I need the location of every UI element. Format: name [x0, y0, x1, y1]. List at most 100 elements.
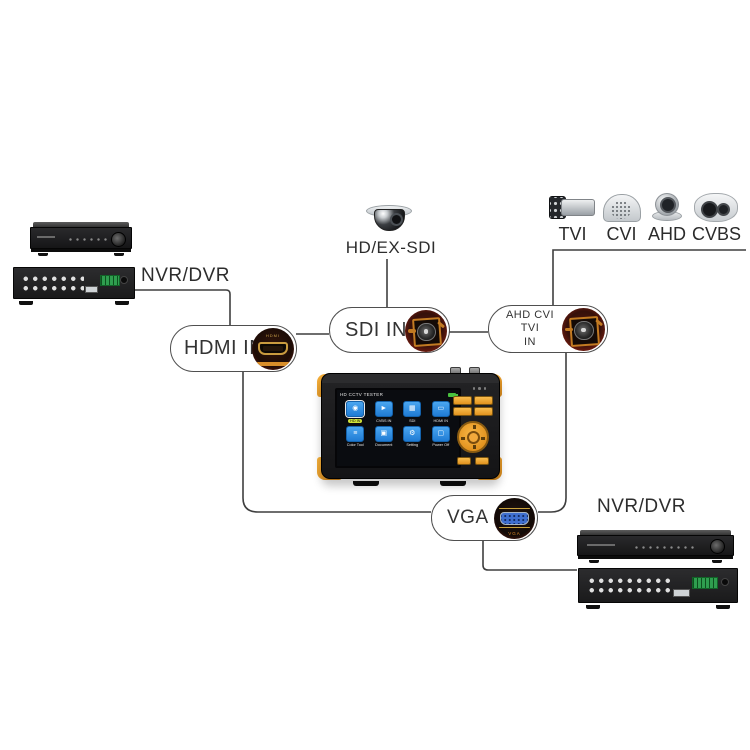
vga-box: VGA VGA — [431, 495, 538, 541]
wire-hdmi-to-vga — [242, 371, 431, 513]
tvi-label: TVI — [558, 224, 587, 244]
cvbs-label: CVBS — [692, 224, 742, 244]
hd-sdi-dome-camera-icon — [366, 203, 412, 231]
app-power-off: ▢ Power Off — [428, 425, 455, 447]
dvr-foot — [589, 560, 599, 563]
app-label: Power Off — [432, 443, 450, 447]
function-button — [453, 396, 472, 405]
dvr-front-bottom-right — [577, 530, 734, 563]
dvr-rear-face — [13, 267, 135, 299]
dvr-top-face — [33, 222, 129, 227]
sdi-bnc-port-icon — [405, 310, 447, 352]
wire-vga-to-nvr — [482, 541, 577, 571]
sdi-in-label: SDI IN — [345, 318, 407, 341]
tester-body: HD CCTV TESTER ◉ HD IN ► CVBS IN ▦ SDI — [321, 373, 500, 479]
wire-nvr-to-hdmi — [133, 289, 231, 326]
dvr-buttons — [65, 234, 107, 242]
camera-window — [611, 201, 631, 219]
app-icon: ▣ — [374, 425, 393, 442]
dvr-foot — [115, 301, 129, 305]
app-color-tool: ≡ Color Tool — [342, 425, 369, 447]
analog-camera-labels: TVI CVI AHD CVBS — [549, 224, 742, 245]
function-button — [475, 457, 489, 465]
ahd-cvi-tvi-in-box: AHD CVI TVI IN — [488, 305, 608, 353]
bnc-pin — [581, 327, 586, 333]
dvr-base — [31, 249, 131, 252]
hd-sdi-label: HD/EX-SDI — [345, 238, 437, 257]
function-button — [453, 407, 472, 416]
cvbs-turret-camera-icon — [692, 193, 738, 222]
battery-icon — [448, 392, 458, 397]
app-document: ▣ Document — [371, 425, 398, 447]
app-icon: ◉ — [346, 401, 365, 417]
keypad — [453, 396, 493, 465]
power-socket — [721, 578, 730, 587]
cvi-label: CVI — [606, 224, 637, 244]
ahd-eyeball-camera-icon — [647, 193, 687, 221]
dvr-front-face — [30, 227, 132, 249]
screen-title: HD CCTV TESTER — [340, 392, 384, 397]
tester-top-bar — [322, 374, 499, 383]
dvr-brand-mark — [587, 543, 616, 546]
app-label: Document — [375, 443, 393, 447]
ahd-label: AHD — [647, 224, 686, 244]
tvi-bullet-camera-icon — [549, 195, 596, 221]
vga-db15-plug — [499, 511, 530, 525]
dvr-jog-dial — [710, 539, 726, 555]
app-label: HDMI IN — [433, 418, 449, 423]
vga-port-caption: VGA — [508, 530, 521, 536]
app-grid: ◉ HD IN ► CVBS IN ▦ SDI ▭ HDMI IN — [337, 397, 459, 447]
cvi-dome-camera-icon — [601, 194, 642, 222]
dvr-jog-dial — [111, 231, 126, 247]
camera-body — [561, 199, 595, 216]
status-leds — [472, 387, 486, 390]
dvr-top-face — [580, 530, 731, 535]
app-label: HD IN — [348, 418, 363, 423]
app-setting: ⚙ Setting — [399, 425, 426, 447]
app-hdmi-in: ▭ HDMI IN — [428, 401, 455, 423]
function-button — [457, 457, 471, 465]
dvr-front-face — [577, 535, 734, 556]
app-icon: ▭ — [431, 401, 450, 417]
dvr-foot — [114, 253, 124, 256]
terminal-block — [692, 576, 719, 589]
hdmi-port-caption: HDMI — [265, 333, 281, 339]
app-label: SDI — [409, 418, 416, 423]
function-button — [474, 396, 493, 405]
ethernet-port — [673, 588, 690, 597]
ahd-bnc-port-icon — [562, 308, 605, 351]
vga-port-icon: VGA — [494, 498, 535, 539]
power-socket — [120, 276, 128, 285]
app-label: CVBS IN — [376, 418, 392, 423]
cctv-tester-device: HD CCTV TESTER ◉ HD IN ► CVBS IN ▦ SDI — [317, 367, 502, 486]
dvr-buttons — [630, 542, 696, 549]
dvr-base — [578, 556, 733, 559]
app-icon: ≡ — [346, 425, 365, 442]
bnc-connector-grid — [585, 573, 671, 596]
dvr-rear-top-left — [13, 267, 135, 305]
dvr-foot — [586, 605, 600, 609]
dvr-foot — [712, 560, 722, 563]
terminal-block — [99, 275, 120, 287]
hdmi-port-icon: HDMI — [252, 328, 294, 370]
ahd-label-line2: IN — [524, 335, 536, 348]
bnc-tab — [565, 327, 574, 332]
app-icon: ⚙ — [403, 425, 422, 442]
dpad-ok-button — [466, 430, 480, 444]
app-label: Color Tool — [346, 443, 364, 447]
wire-ahd-to-vga — [538, 352, 567, 513]
nvr-dvr-label-bottom-right: NVR/DVR — [597, 496, 687, 517]
vga-label: VGA — [447, 507, 489, 528]
bnc-pin — [423, 329, 429, 334]
hdmi-plug — [257, 342, 289, 355]
function-button — [474, 407, 493, 416]
vga-gold-line — [498, 507, 531, 510]
app-sdi: ▦ SDI — [399, 401, 426, 423]
app-icon: ▦ — [403, 401, 422, 417]
ahd-cvi-tvi-label: AHD CVI TVI IN — [499, 309, 561, 349]
vga-gold-line — [498, 526, 531, 529]
hdmi-bar — [256, 362, 290, 366]
app-cvbs-in: ► CVBS IN — [371, 401, 398, 423]
